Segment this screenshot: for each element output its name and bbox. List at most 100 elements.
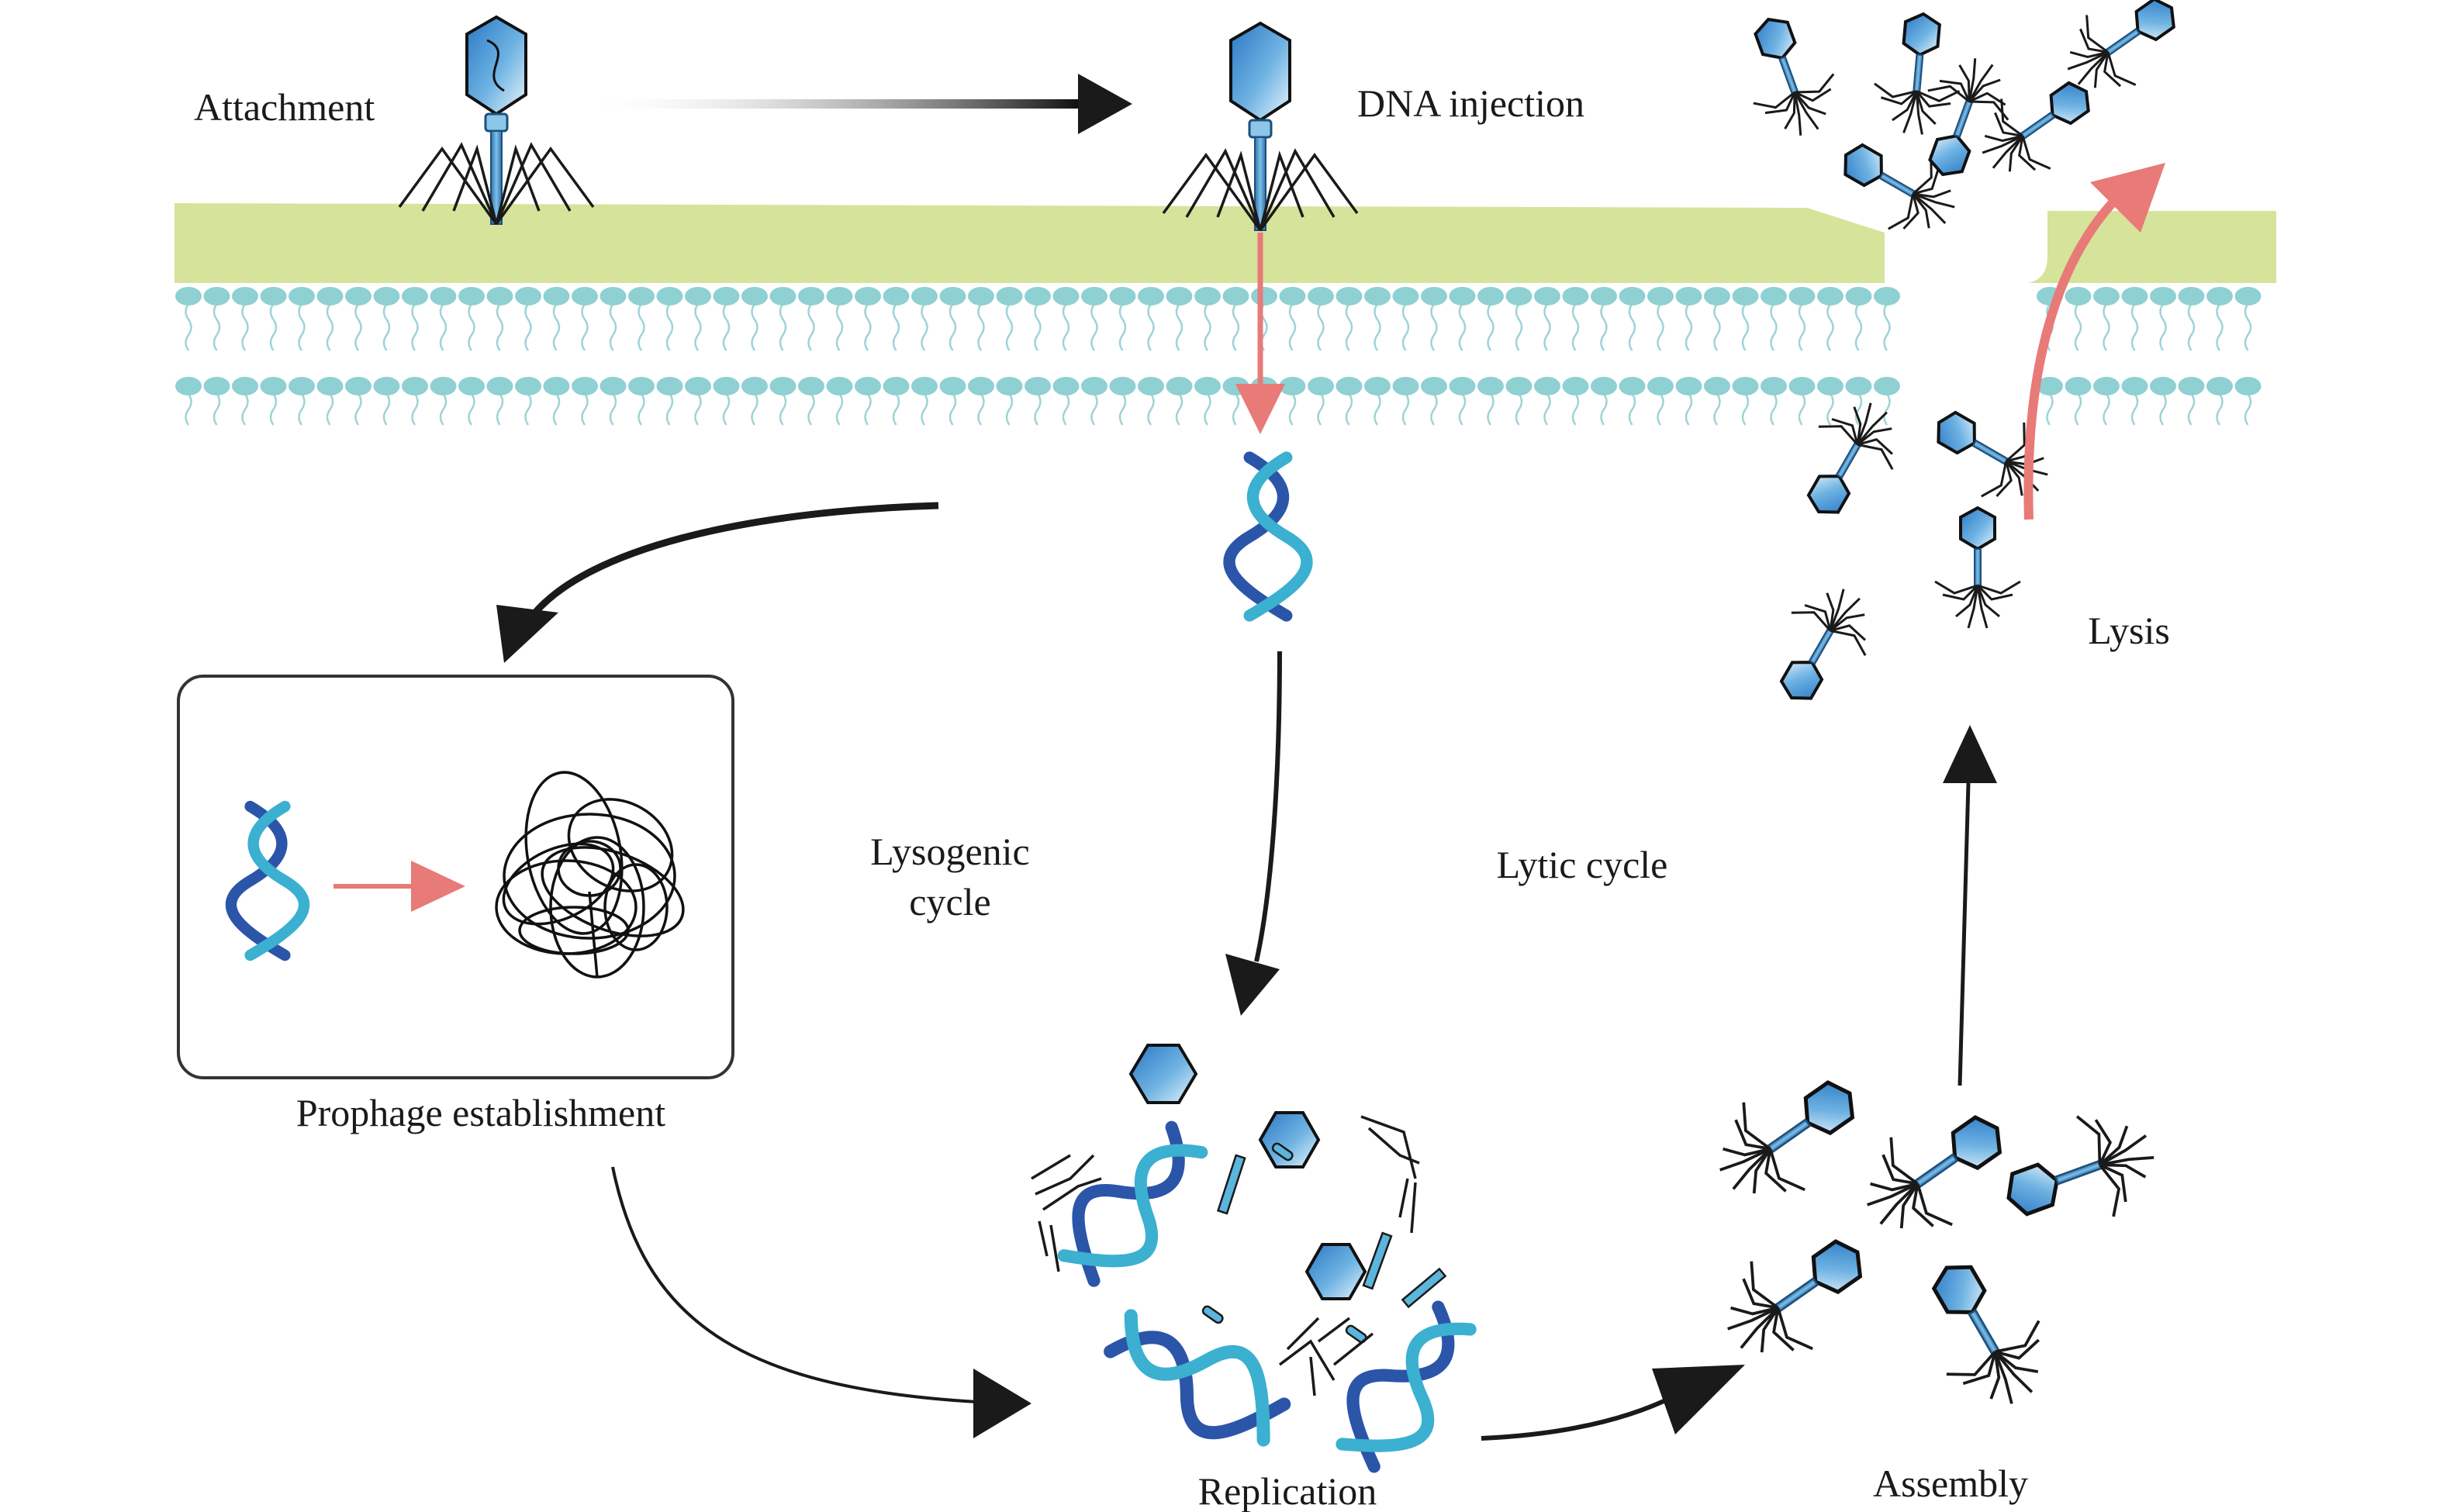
lipid-head (1081, 287, 1107, 306)
lipid-head (543, 287, 570, 306)
lipid-tail (2103, 303, 2110, 351)
lipid-head (1562, 377, 1589, 395)
tail-fragment-icon (1271, 1142, 1294, 1162)
arrow-prophage-to-replication (611, 1166, 1031, 1438)
lipid-head (1392, 377, 1419, 395)
lipid-tail (468, 303, 475, 351)
lipid-head (741, 377, 768, 395)
lipid-tail (1118, 303, 1127, 351)
lipid-head (883, 287, 910, 306)
lipid-tail (1345, 303, 1353, 351)
lipid-head (1421, 377, 1447, 395)
lipid-head (316, 377, 344, 395)
lipid-tail (835, 303, 844, 351)
label-dna-injection: DNA injection (1357, 81, 1584, 125)
lipid-head (1449, 287, 1476, 306)
lipid-tail (864, 303, 872, 351)
lipid-tail (2244, 303, 2252, 351)
lipid-tail (185, 303, 192, 351)
lipid-tail (694, 303, 702, 351)
lipid-head (402, 287, 428, 306)
label-lysis: Lysis (2088, 609, 2170, 652)
lipid-head (600, 377, 627, 395)
lipid-tail (298, 303, 306, 351)
lipid-head (458, 377, 485, 395)
lipid-head (1817, 377, 1843, 395)
lipid-tail (439, 303, 447, 351)
lipid-head (741, 287, 768, 306)
label-prophage: Prophage establishment (296, 1091, 665, 1134)
lipid-head (1761, 377, 1787, 395)
lipid-head (1704, 287, 1730, 306)
label-lysogenic-cycle-line1: Lysogenic (870, 830, 1030, 873)
tail-fragment-icon (1216, 1154, 1246, 1215)
arrow-dna-entry (1235, 233, 1285, 434)
lipid-tail (2187, 303, 2196, 351)
lipid-head (2206, 287, 2233, 306)
lipid-head (628, 377, 655, 395)
lipid-head (1534, 377, 1560, 395)
lipid-tail (241, 303, 249, 351)
lipid-head (289, 377, 315, 395)
lipid-tail (1657, 303, 1664, 351)
lipid-head (1052, 287, 1080, 306)
lipid-tail (1600, 303, 1608, 351)
lipid-tail (892, 303, 900, 351)
lipid-tail (609, 303, 617, 351)
lipid-tail (1430, 303, 1438, 351)
lipid-tail (1458, 303, 1467, 351)
label-assembly: Assembly (1873, 1462, 2028, 1505)
assembled-phages (1696, 1050, 2168, 1424)
lipid-tail (213, 303, 221, 351)
lipid-head (996, 377, 1023, 395)
lipid-head (2121, 287, 2148, 306)
lipid-head (685, 377, 711, 395)
lipid-head (1025, 287, 1051, 306)
lipid-head (1874, 287, 1900, 306)
lipid-head (2234, 287, 2262, 306)
lipid-head (260, 287, 287, 306)
lipid-tail (1232, 303, 1240, 351)
lipid-tail (1147, 303, 1155, 351)
arrow-attachment-to-injection (582, 74, 1132, 134)
lipid-tail (1090, 303, 1098, 351)
lipid-tail (1543, 303, 1551, 351)
lipid-head (345, 287, 371, 306)
lipid-head (2037, 377, 2063, 395)
lipid-head (2234, 377, 2262, 395)
lipid-head (1505, 287, 1532, 306)
arrow-to-assembly (1481, 1365, 1745, 1441)
lipid-head (713, 377, 740, 395)
lipid-head (1619, 287, 1646, 306)
lipid-head (1647, 377, 1674, 395)
lipid-tail (2216, 303, 2224, 351)
lipid-tail (949, 303, 957, 351)
lipid-head (2093, 287, 2120, 306)
lipid-tail (1317, 303, 1325, 351)
dna-copy-icon (1048, 1113, 1218, 1295)
lipid-head (600, 287, 627, 306)
phage-icon (1704, 1209, 1888, 1383)
lipid-tail (2159, 303, 2167, 351)
lipid-head (2121, 377, 2148, 395)
lipid-head (1392, 287, 1419, 306)
lipid-tail (269, 303, 278, 351)
lipid-head (1251, 287, 1277, 306)
arrow-release (2023, 163, 2165, 520)
lipid-tail (1062, 303, 1070, 351)
lipid-tail (1401, 303, 1410, 351)
lipid-head (1845, 287, 1872, 306)
capsid-icon (1128, 1044, 1198, 1104)
phage-icon (1900, 1241, 2068, 1425)
phage-icon (1933, 506, 2022, 630)
lipid-head (1534, 287, 1560, 306)
lipid-head (1788, 287, 1816, 306)
lipid-head (1477, 377, 1504, 395)
phage-icon (1916, 384, 2066, 522)
lipid-tail (552, 303, 561, 351)
lipid-head (2178, 287, 2205, 306)
lipid-head (203, 377, 230, 395)
lipid-head (345, 377, 371, 395)
lipid-head (1308, 287, 1334, 306)
lipid-head (1675, 377, 1702, 395)
